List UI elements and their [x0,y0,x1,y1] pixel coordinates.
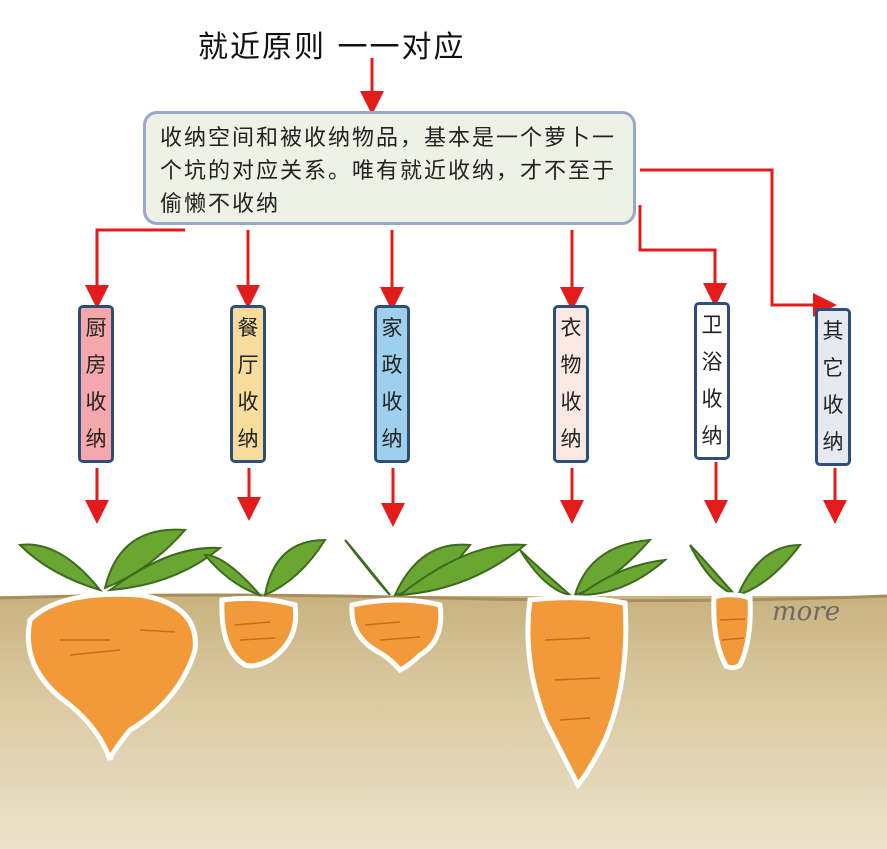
category-dining: 餐厅收纳 [230,305,266,463]
category-label: 衣物收纳 [560,316,582,451]
carrot-kitchen [25,591,198,761]
carrot-dining [219,595,299,669]
carrot-clothing [525,595,629,790]
category-clothing: 衣物收纳 [553,305,589,463]
principle-box: 收纳空间和被收纳物品，基本是一个萝卜一个坑的对应关系。唯有就近收纳，才不至于偷懒… [143,111,636,225]
leaves [17,528,803,598]
category-label: 家政收纳 [381,316,403,451]
category-household: 家政收纳 [374,305,410,463]
category-label: 卫浴收纳 [701,313,723,448]
category-other: 其它收纳 [815,308,851,466]
category-label: 厨房收纳 [85,316,107,451]
category-label: 其它收纳 [822,319,844,454]
more-label: more [772,597,840,627]
carrot-bathroom [711,592,753,671]
category-label: 餐厅收纳 [237,316,259,451]
carrots [25,591,753,790]
category-bathroom: 卫浴收纳 [694,302,730,460]
carrot-household [349,597,444,674]
category-kitchen: 厨房收纳 [78,305,114,463]
diagram-title: 就近原则 一一对应 [198,30,466,65]
